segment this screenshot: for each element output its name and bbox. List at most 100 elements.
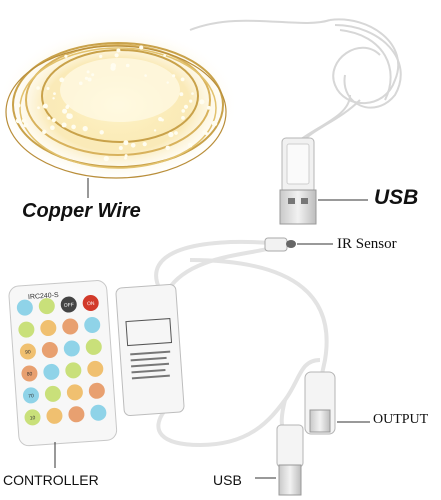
controller-box xyxy=(115,283,185,417)
output-label: OUTPUT xyxy=(373,412,429,427)
led-dot xyxy=(168,131,174,138)
led-dot xyxy=(163,54,167,57)
remote-button-label: 10 xyxy=(30,415,36,421)
led-dot xyxy=(165,145,171,151)
led-dot xyxy=(82,126,88,132)
remote-button-label: 90 xyxy=(25,349,31,355)
led-lights xyxy=(15,45,220,162)
remote-button xyxy=(68,406,85,423)
led-dot xyxy=(51,118,57,123)
led-dot xyxy=(174,131,178,135)
led-dot xyxy=(91,73,95,77)
led-dot xyxy=(87,77,92,82)
remote-button xyxy=(82,295,99,312)
led-dot xyxy=(53,92,56,95)
led-dot xyxy=(64,54,68,58)
led-dot xyxy=(181,109,185,113)
remote-button xyxy=(19,343,36,360)
remote-button xyxy=(38,298,55,315)
led-dot xyxy=(52,97,55,100)
cable-coil xyxy=(189,18,402,143)
led-dot xyxy=(99,54,103,59)
led-dot xyxy=(42,129,47,134)
copper-wire-coil xyxy=(0,27,238,183)
led-dot xyxy=(130,143,136,148)
led-dot xyxy=(124,156,127,160)
led-dot xyxy=(71,124,76,130)
led-dot xyxy=(144,74,147,77)
remote-button xyxy=(88,382,105,399)
led-dot xyxy=(187,142,193,148)
usb-plug-top xyxy=(279,137,317,225)
led-dot xyxy=(172,74,176,78)
led-dot xyxy=(204,131,208,136)
led-dot xyxy=(139,45,144,50)
led-dot xyxy=(181,116,185,120)
remote-button xyxy=(24,409,41,426)
remote-button xyxy=(18,321,35,338)
usb-top-label: USB xyxy=(374,186,419,209)
led-dot xyxy=(125,63,130,68)
led-dot xyxy=(118,146,123,150)
led-dot xyxy=(116,48,121,53)
usb-output-socket xyxy=(304,371,336,435)
led-dot xyxy=(191,92,194,95)
led-dot xyxy=(15,118,21,124)
controller-label: CONTROLLER xyxy=(3,472,99,488)
remote-button xyxy=(41,341,58,358)
led-dot xyxy=(59,77,65,83)
led-dot xyxy=(99,130,104,135)
controller-cables xyxy=(154,239,329,448)
remote-button xyxy=(84,316,101,333)
led-dot xyxy=(42,103,48,109)
usb-plug-bottom xyxy=(276,424,304,496)
led-dot xyxy=(160,118,164,122)
ir-sensor-label: IR Sensor xyxy=(337,236,397,252)
led-dot xyxy=(166,81,169,84)
remote-button xyxy=(22,387,39,404)
led-dot xyxy=(201,100,205,104)
copper-wire-label: Copper Wire xyxy=(22,200,141,222)
led-dot xyxy=(153,129,157,132)
led-dot xyxy=(124,154,128,158)
ir-sensor-head xyxy=(264,237,296,252)
led-dot xyxy=(179,92,184,97)
remote-button xyxy=(46,407,63,424)
led-dot xyxy=(114,53,119,58)
led-dot xyxy=(21,118,27,123)
led-dot xyxy=(189,99,193,103)
led-dot xyxy=(86,70,90,74)
remote-button xyxy=(21,365,38,382)
led-dot xyxy=(65,105,69,109)
remote-button-label: ON xyxy=(87,301,95,308)
remote-button xyxy=(43,363,60,380)
led-dot xyxy=(206,105,211,110)
led-dot xyxy=(36,86,40,90)
led-dot xyxy=(61,122,67,128)
remote-button xyxy=(63,340,80,357)
remote-button xyxy=(87,360,104,377)
remote-button xyxy=(62,318,79,335)
led-dot xyxy=(79,81,83,86)
led-dot xyxy=(47,116,51,120)
led-dot xyxy=(103,156,109,162)
led-dot xyxy=(180,77,185,82)
led-dot xyxy=(142,142,147,147)
led-dot xyxy=(23,122,29,128)
remote-button-label: OFF xyxy=(64,302,74,309)
led-dot xyxy=(214,90,220,96)
led-dot xyxy=(211,120,218,127)
remote-button xyxy=(65,362,82,379)
led-dot xyxy=(110,62,117,69)
usb-bottom-label: USB xyxy=(213,472,242,488)
remote-button xyxy=(66,384,83,401)
remote-button xyxy=(40,320,57,337)
remote-button xyxy=(60,296,77,313)
remote-button-label: 70 xyxy=(28,393,34,399)
led-dot xyxy=(84,76,88,80)
remote-button xyxy=(44,385,61,402)
led-dot xyxy=(183,104,189,109)
